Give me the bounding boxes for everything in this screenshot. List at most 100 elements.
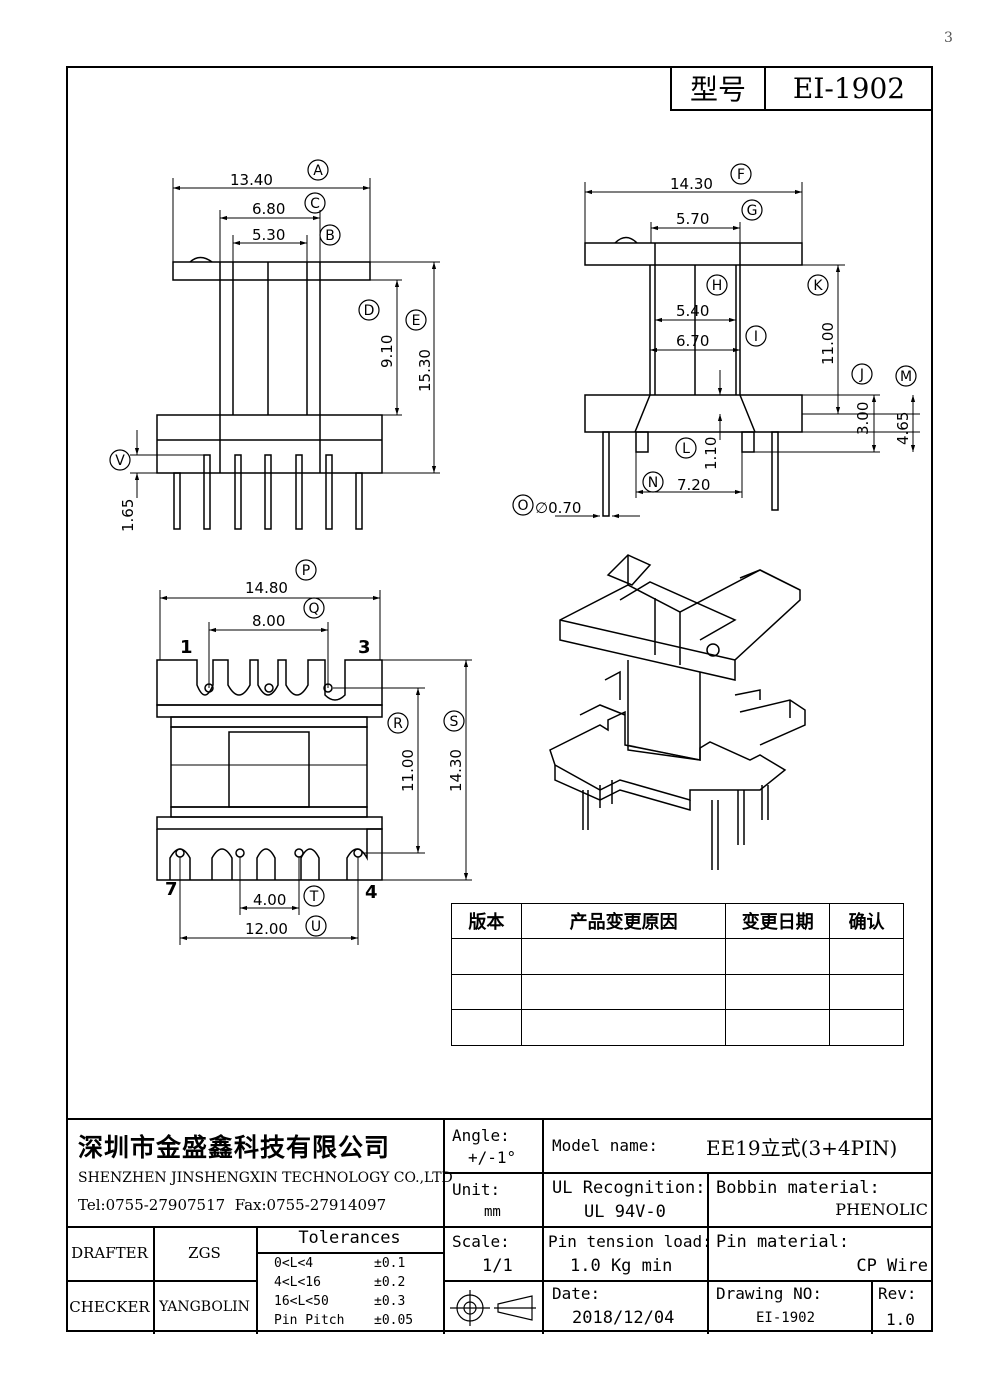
table-cell <box>829 1009 904 1046</box>
rev-header-confirm: 确认 <box>829 903 904 939</box>
callout-k: K <box>813 278 823 294</box>
pin-material-label: Pin material: <box>716 1232 850 1252</box>
table-cell <box>520 938 727 975</box>
date-value: 2018/12/04 <box>572 1308 675 1328</box>
drafter-label: DRAFTER <box>71 1244 148 1262</box>
drawing-no-label: Drawing NO: <box>716 1284 822 1303</box>
model-value: EI-1902 <box>792 71 906 105</box>
table-cell <box>520 1009 727 1046</box>
dim-s-text: 14.30 <box>447 749 465 792</box>
bottom-view <box>156 590 472 945</box>
date-label: Date: <box>552 1284 601 1303</box>
table-row <box>451 938 904 975</box>
pin-label-1: 1 <box>180 637 193 658</box>
dim-c-text: 6.80 <box>252 200 285 218</box>
dim-d-text: 9.10 <box>378 335 396 368</box>
technical-drawings: 13.40 6.80 5.30 9.10 15.30 1.65 14.30 5.… <box>109 159 920 945</box>
pin-material-value: CP Wire <box>856 1256 928 1276</box>
callout-v: V <box>115 453 125 469</box>
callout-l: L <box>682 441 690 457</box>
front-view <box>130 178 440 530</box>
callout-m: M <box>900 369 912 385</box>
callout-s: S <box>450 714 459 730</box>
callout-j: J <box>859 367 864 383</box>
callout-f: F <box>737 167 745 183</box>
table-row <box>451 973 904 1011</box>
table-cell <box>451 1009 522 1046</box>
dim-u-text: 12.00 <box>245 920 288 938</box>
rev-header-version: 版本 <box>451 903 522 939</box>
rev-header-reason: 产品变更原因 <box>520 903 727 939</box>
callout-g: G <box>747 203 758 219</box>
pin-label-3: 3 <box>358 637 371 658</box>
checker-label: CHECKER <box>69 1298 150 1316</box>
callout-a: A <box>313 163 323 179</box>
drawing-frame <box>66 66 933 1332</box>
table-cell <box>451 938 522 975</box>
dim-l-text: 1.10 <box>702 437 720 470</box>
callout-p: P <box>302 563 310 579</box>
bobbin-material-label: Bobbin material: <box>716 1178 880 1198</box>
company-name-en: SHENZHEN JINSHENGXIN TECHNOLOGY CO.,LTD <box>78 1170 453 1186</box>
callout-n: N <box>648 475 658 491</box>
ul-value: UL 94V-0 <box>584 1202 666 1222</box>
dim-g-text: 5.70 <box>676 210 709 228</box>
model-name-label: Model name: <box>552 1136 658 1155</box>
angle-value: +/-1° <box>468 1148 517 1167</box>
pin-tension-value: 1.0 Kg min <box>570 1256 673 1276</box>
callout-i: I <box>754 329 758 345</box>
tolerances-label: Tolerances <box>298 1228 401 1248</box>
dim-h-text: 5.40 <box>676 302 709 320</box>
dim-f-text: 14.30 <box>670 175 713 193</box>
side-view <box>555 182 920 519</box>
dim-q-text: 8.00 <box>252 612 285 630</box>
callout-r: R <box>393 716 403 732</box>
callout-b: B <box>325 228 335 244</box>
scale-label: Scale: <box>452 1232 510 1251</box>
ul-label: UL Recognition: <box>552 1178 706 1198</box>
callout-c: C <box>310 196 320 212</box>
model-box: 型号 EI-1902 <box>670 67 932 111</box>
dim-n-text: 7.20 <box>677 476 710 494</box>
unit-label: Unit: <box>452 1180 501 1199</box>
scale-value: 1/1 <box>482 1256 513 1276</box>
model-name-value: EE19立式(3+4PIN) <box>706 1136 898 1160</box>
dim-i-text: 6.70 <box>676 332 709 350</box>
table-cell <box>725 973 831 1011</box>
tolerance-value-2: ±0.2 <box>374 1275 406 1290</box>
rev-label: Rev: <box>878 1284 917 1303</box>
callout-e: E <box>412 313 421 329</box>
revision-table: 版本 产品变更原因 变更日期 确认 <box>451 903 904 1046</box>
pin-label-7: 7 <box>165 879 178 900</box>
tolerance-range-3: 16<L<50 <box>274 1294 329 1309</box>
unit-value: mm <box>484 1204 501 1220</box>
dim-p-text: 14.80 <box>245 579 288 597</box>
callout-q: Q <box>308 601 319 617</box>
title-block: 深圳市金盛鑫科技有限公司 SHENZHEN JINSHENGXIN TECHNO… <box>66 1118 933 1334</box>
projection-symbol-icon <box>450 1290 536 1326</box>
dim-k-text: 11.00 <box>819 322 837 365</box>
pin-tension-label: Pin tension load: <box>548 1232 712 1251</box>
dim-o-text: ∅0.70 <box>535 499 581 517</box>
table-row <box>451 1009 904 1046</box>
tolerance-range-2: 4<L<16 <box>274 1275 321 1290</box>
angle-label: Angle: <box>452 1126 510 1145</box>
drafter-value: ZGS <box>188 1244 221 1262</box>
rev-value: 1.0 <box>886 1310 915 1329</box>
model-label: 型号 <box>672 67 766 109</box>
table-cell <box>829 938 904 975</box>
dim-j-text: 3.00 <box>854 402 872 435</box>
dim-m-text: 4.65 <box>894 412 912 445</box>
table-cell <box>520 973 727 1011</box>
tolerance-value-1: ±0.1 <box>374 1256 406 1271</box>
table-cell <box>829 973 904 1011</box>
company-name-cn: 深圳市金盛鑫科技有限公司 <box>78 1133 391 1162</box>
callout-o: O <box>517 498 528 514</box>
tolerance-value-3: ±0.3 <box>374 1294 406 1309</box>
callout-d: D <box>364 303 375 319</box>
dim-e-text: 15.30 <box>416 349 434 392</box>
checker-value: YANGBOLIN <box>159 1299 250 1315</box>
rev-header-date: 变更日期 <box>725 903 831 939</box>
revision-header-row: 版本 产品变更原因 变更日期 确认 <box>451 903 904 939</box>
callout-t: T <box>309 889 319 905</box>
